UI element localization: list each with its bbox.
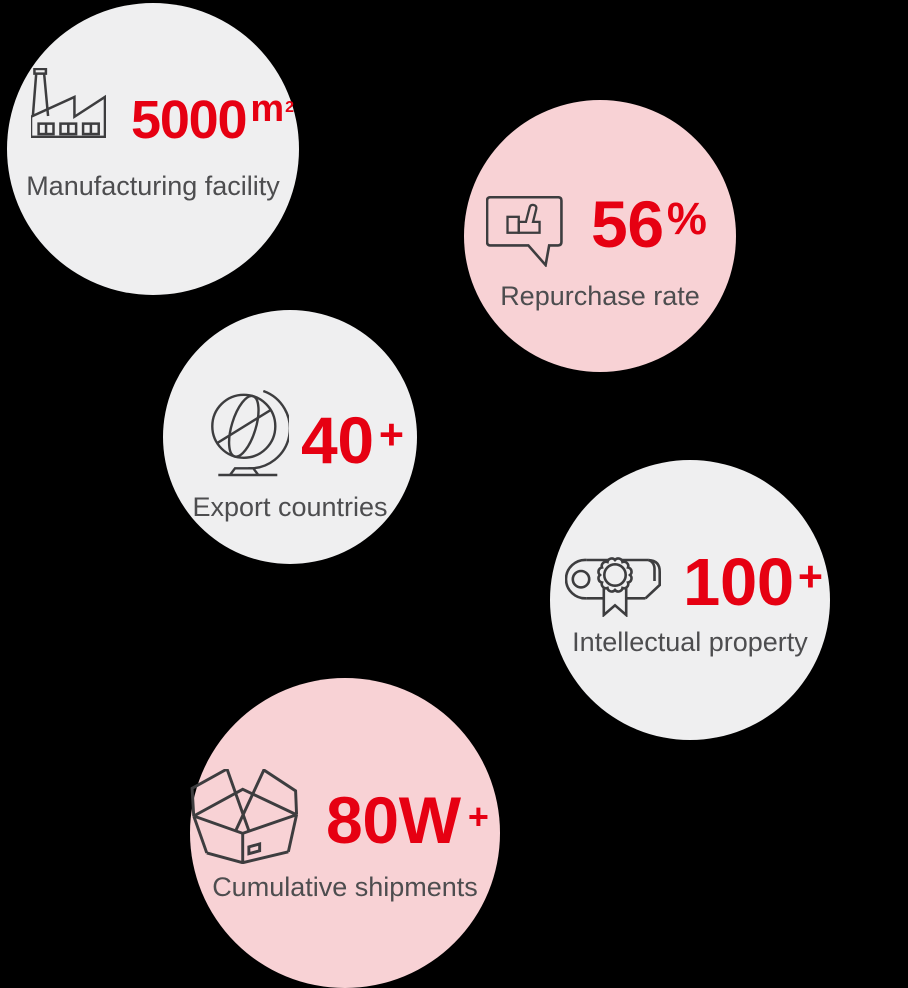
stat-number: 80W (326, 783, 461, 857)
stat-unit: m (250, 88, 285, 130)
globe-icon (211, 390, 289, 477)
stat-label-repurchase: Repurchase rate (500, 281, 700, 311)
stat-number: 5000 (131, 90, 248, 150)
stat-unit: + (467, 796, 489, 837)
stat-label-export: Export countries (192, 492, 388, 522)
stat-value-manufacturing: 5000 m 2 (131, 90, 295, 150)
stat-number: 40 (301, 403, 374, 477)
open-box-icon (187, 769, 299, 864)
stat-label-manufacturing: Manufacturing facility (26, 171, 280, 201)
stat-value-ip: 100 + (683, 545, 824, 620)
stat-value-shipments: 80W + (326, 783, 489, 857)
stat-number: 56 (591, 187, 664, 261)
stat-unit: % (666, 193, 707, 244)
thumbs-up-bubble-icon (486, 196, 563, 267)
stat-label-ip: Intellectual property (572, 627, 808, 657)
stat-circle-repurchase: 56 % Repurchase rate (464, 100, 736, 372)
stat-circle-ip: 100 + Intellectual property (550, 460, 830, 740)
stat-unit-sup: 2 (285, 99, 295, 116)
stat-value-export: 40 + (301, 403, 404, 477)
stat-value-repurchase: 56 % (591, 187, 707, 261)
stat-circle-shipments: 80W + Cumulative shipments (190, 678, 500, 988)
stat-circle-export: 40 + Export countries (163, 310, 417, 564)
certificate-icon (565, 555, 663, 617)
stat-number: 100 (683, 545, 794, 620)
stat-unit: + (797, 553, 824, 601)
stat-unit: + (378, 411, 404, 459)
stat-circle-manufacturing: 5000 m 2 Manufacturing facility (7, 3, 299, 295)
factory-icon (31, 68, 106, 138)
stat-label-shipments: Cumulative shipments (212, 872, 478, 902)
